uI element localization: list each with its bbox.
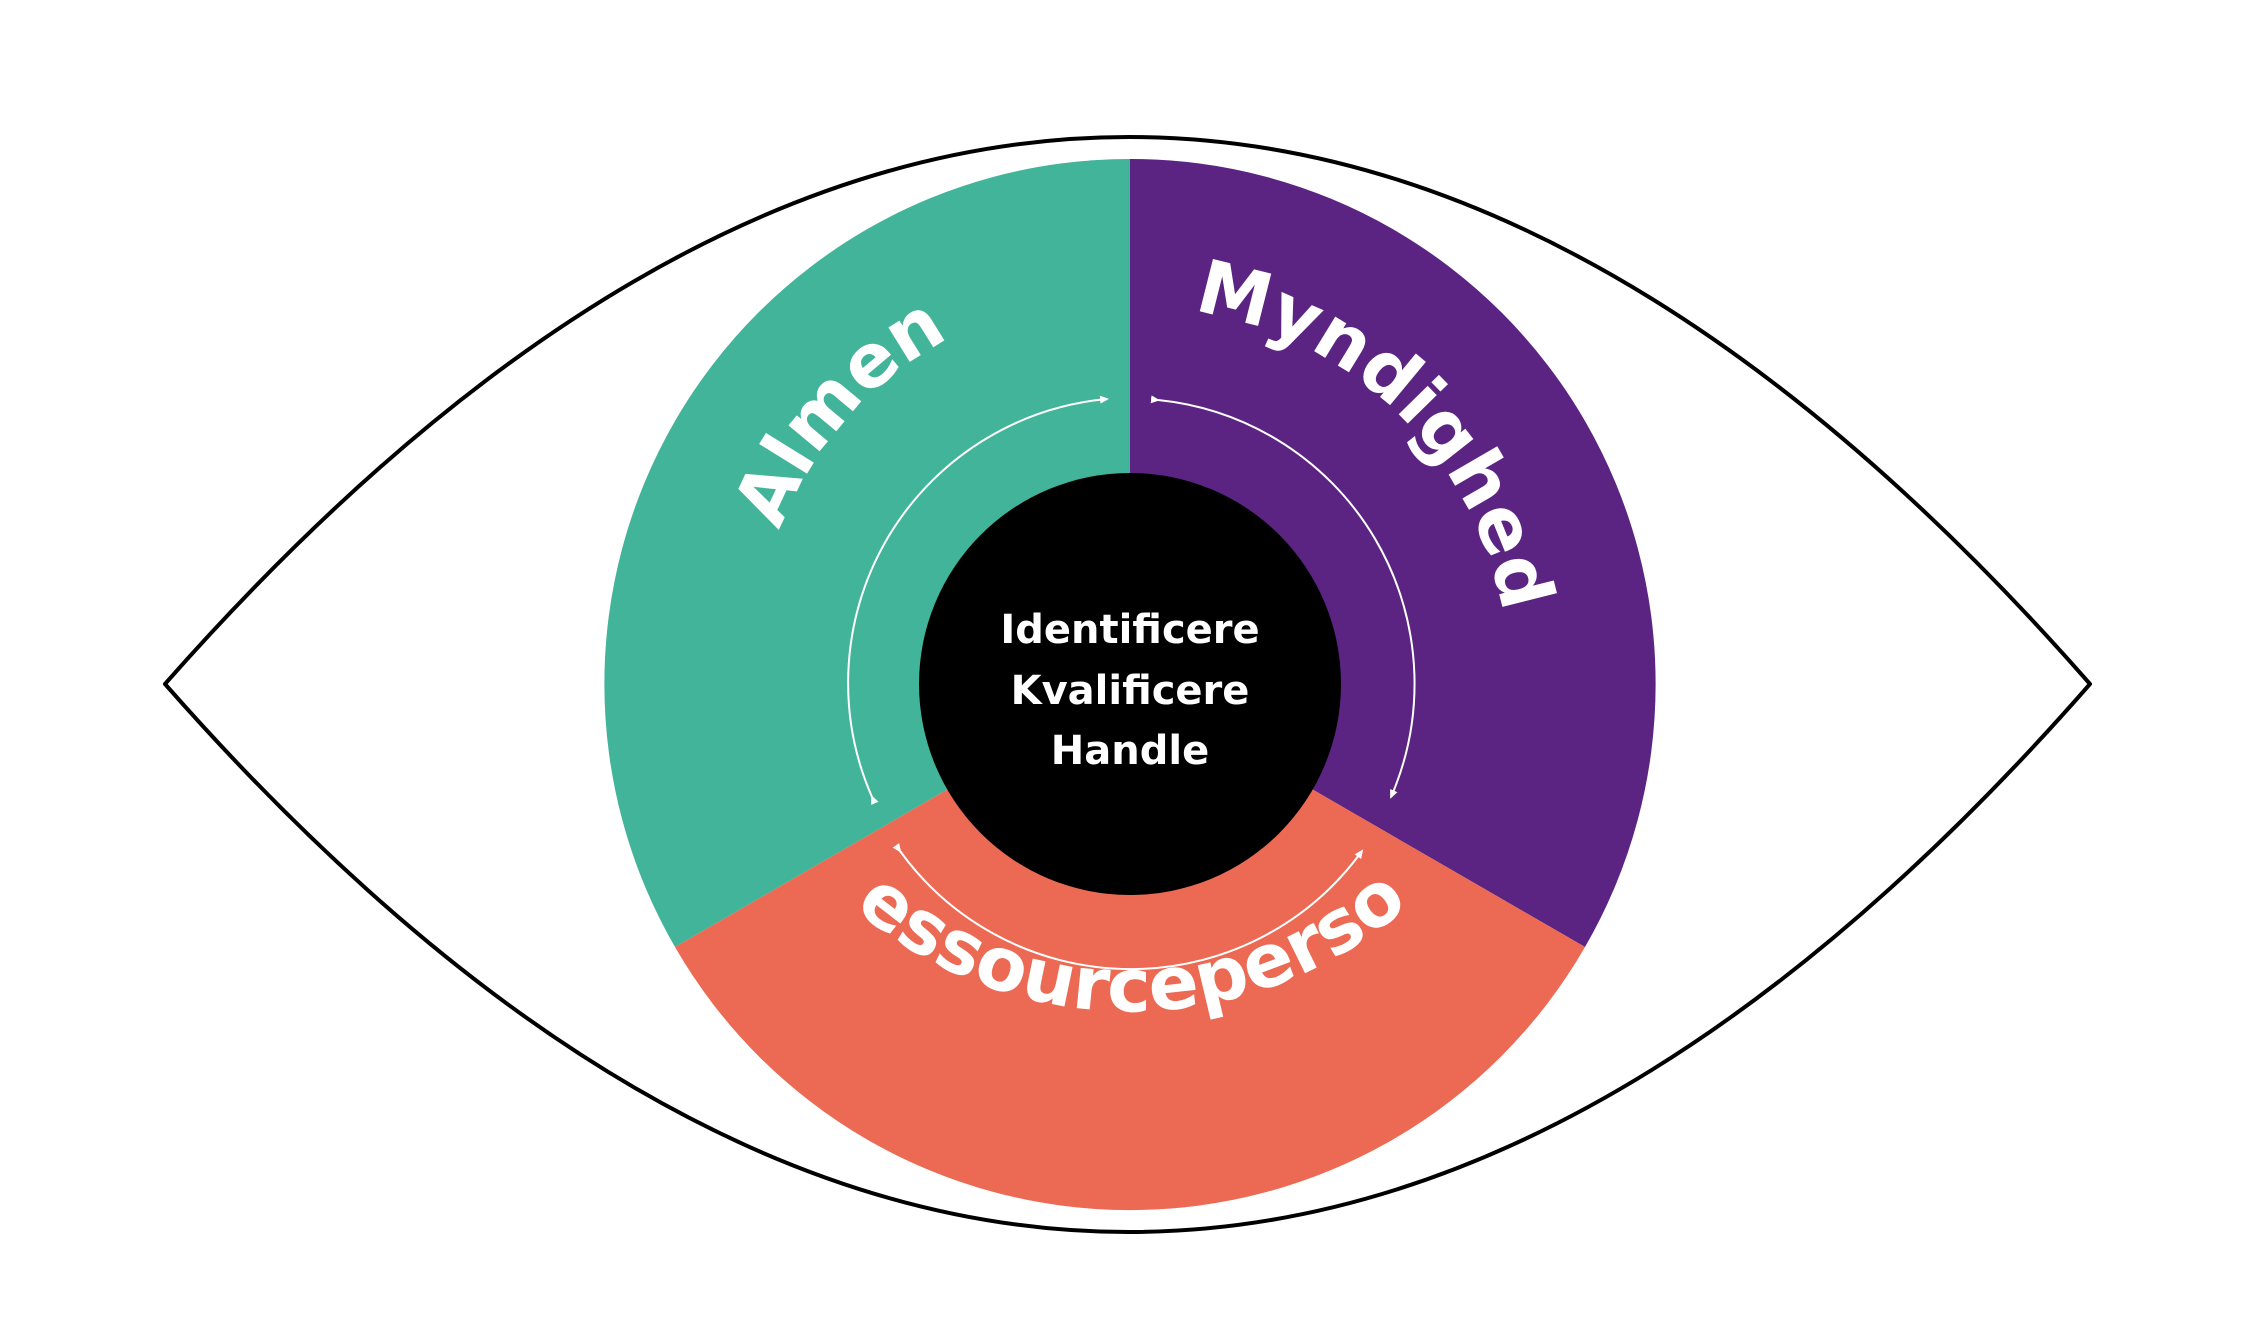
center-circle (919, 473, 1341, 895)
arrow-myndighed (1150, 395, 1416, 799)
center-line-handle: Handle (1051, 728, 1209, 774)
center-line-kvalificere: Kvalificere (1011, 668, 1250, 714)
arrow-almen (847, 395, 1109, 806)
segment-ressourceperson (675, 684, 1585, 1211)
arrow-ressourceperson (892, 842, 1364, 970)
eye-outline (163, 135, 2092, 1234)
center-line-identificere: Identificere (1000, 607, 1259, 653)
